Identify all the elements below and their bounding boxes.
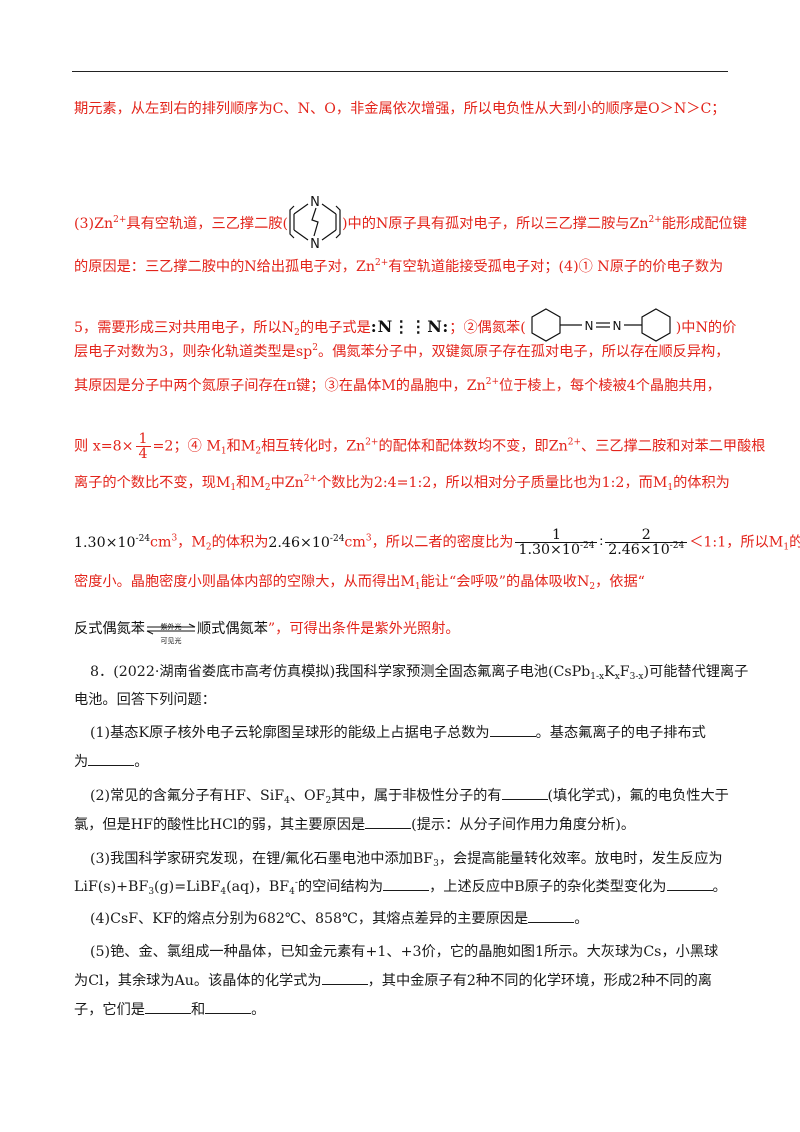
answer-blank[interactable] <box>365 816 412 829</box>
answer-blank[interactable] <box>88 753 135 766</box>
answer-line-4: 5，需要形成三对共用电子，所以N2的电子式是:N⋮⋮N:；②偶氮苯( N N )… <box>74 305 736 351</box>
q8-part-5-cont-2: 子，它们是和。 <box>74 1001 266 1018</box>
answer-blank[interactable] <box>528 910 575 923</box>
q8-part-4: (4)CsF、KF的熔点分别为682℃、858℃，其熔点差异的主要原因是。 <box>90 910 589 927</box>
answer-line-8: 离子的个数比不变，现M1和M2中Zn2+个数比为2:4=1:2，所以相对分子质量… <box>74 474 730 493</box>
azo-n-right: N <box>612 319 621 333</box>
answer-line-9: 1.30×10-24cm3，M2的体积为2.46×10-24cm3，所以二者的密… <box>74 527 800 558</box>
q8-part-2-cont: 氯，但是HF的酸性比HCl的弱，其主要原因是(提示：从分子间作用力角度分析)。 <box>74 816 636 833</box>
answer-blank[interactable] <box>321 972 368 985</box>
q8-heading-2: 电池。回答下列问题： <box>74 692 216 708</box>
answer-blank[interactable] <box>489 724 536 737</box>
answer-blank[interactable] <box>144 1001 191 1014</box>
answer-line-5: 层电子对数为3，则杂化轨道类型是sp2。偶氮苯分子中，双键氮原子存在孤对电子，所… <box>74 343 730 361</box>
answer-line-2: (3)Zn2+具有空轨道，三乙撑二胺( N N )中的N原子具有孤对电子，所以三… <box>74 192 747 256</box>
answer-blank[interactable] <box>501 787 548 800</box>
volume-m1: 1.30×10-24 <box>74 533 151 551</box>
azobenzene-structure: N N <box>526 305 676 351</box>
q8-heading: 8．(2022·湖南省娄底市高考仿真模拟)我国科学家预测全固态氟离子电池(CsP… <box>90 664 749 682</box>
answer-blank[interactable] <box>383 878 430 891</box>
n-atom-top: N <box>310 195 320 210</box>
answer-blank[interactable] <box>205 1001 252 1014</box>
q8-part-1: (1)基态K原子核外电子云轮廓图呈球形的能级上占据电子总数为。基态氟离子的电子排… <box>90 724 706 741</box>
q8-part-2: (2)常见的含氟分子有HF、SiF4、OF2其中，属于非极性分子的有(填化学式)… <box>90 787 729 806</box>
answer-line-6: 其原因是分子中两个氮原子间存在π键；③在晶体M的晶胞中，Zn2+位于棱上，每个棱… <box>74 377 721 395</box>
q8-part-1-cont: 为。 <box>74 753 149 770</box>
n-atom-bottom: N <box>310 237 320 250</box>
q8-part-3: (3)我国科学家研究发现，在锂/氟化石墨电池中添加BF3，会提高能量转化效率。放… <box>90 851 723 869</box>
reversible-arrow: 紫外光可见光 <box>145 618 197 645</box>
answer-line-11: 反式偶氮苯紫外光可见光顺式偶氮苯”，可得出条件是紫外光照射。 <box>74 618 460 645</box>
answer-line-10: 密度小。晶胞密度小则晶体内部的空隙大，从而得出M1能让“会呼吸”的晶体吸收N2，… <box>74 574 645 592</box>
triethylenediamine-structure: N N <box>288 192 342 256</box>
n2-electron-formula: :N⋮⋮N: <box>370 317 450 336</box>
q8-part-3-cont: LiF(s)+BF3(g)=LiBF4(aq)，BF4-的空间结构为，上述反应中… <box>74 878 727 897</box>
q8-part-5-cont: 为Cl，其余球为Au。该晶体的化学式为，其中金原子有2种不同的化学环境，形成2种… <box>74 972 712 989</box>
q8-part-5: (5)铯、金、氯组成一种晶体，已知金元素有+1、+3价，它的晶胞如图1所示。大灰… <box>90 944 719 960</box>
header-rule <box>72 71 728 72</box>
answer-line-1: 期元素，从左到右的排列顺序为C、N、O，非金属依次增强，所以电负性从大到小的顺序… <box>74 101 726 117</box>
answer-line-3: 的原因是：三乙撑二胺中的N给出孤电子对，Zn2+有空轨道能接受孤电子对；(4)①… <box>74 258 724 276</box>
volume-m2: 2.46×10-24 <box>268 533 345 551</box>
azo-n-left: N <box>584 319 593 333</box>
answer-blank[interactable] <box>666 878 713 891</box>
